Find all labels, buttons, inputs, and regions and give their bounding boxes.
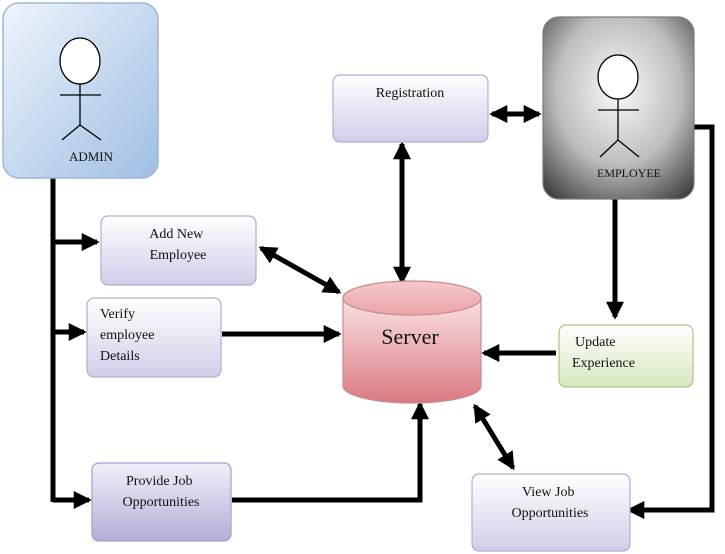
provide-job-to-server-arrow — [232, 401, 429, 503]
employee-stick-figure-icon — [597, 54, 640, 158]
update-experience-process[interactable]: Update Experience — [558, 324, 694, 388]
connectors — [50, 105, 715, 519]
admin-label: ADMIN — [69, 149, 114, 164]
verify-employee-details-process[interactable]: Verify employee Details — [86, 297, 222, 378]
registration-label: Registration — [376, 86, 444, 101]
registration-process[interactable]: Registration — [332, 74, 489, 143]
server-datastore[interactable]: Server — [342, 280, 482, 404]
update-experience-label: Update Experience — [572, 335, 635, 371]
employee-actor[interactable]: EMPLOYEE — [542, 16, 695, 200]
provide-job-opportunities-label: Provide Job Opportunities — [123, 474, 200, 510]
verify-employee-details-label: Verify employee Details — [100, 307, 158, 364]
employee-label: EMPLOYEE — [597, 166, 661, 180]
view-job-opportunities-label: View Job Opportunities — [512, 485, 589, 521]
add-employee-server-arrow — [258, 245, 342, 295]
admin-stick-figure-icon — [59, 37, 102, 141]
server-cylinder-body — [342, 297, 482, 404]
employee-to-view-job-arrow — [626, 124, 715, 519]
update-experience-box — [558, 324, 694, 388]
server-cylinder-top — [342, 280, 482, 316]
add-new-employee-process[interactable]: Add New Employee — [100, 215, 257, 286]
verify-employee-details-box — [86, 297, 222, 378]
add-new-employee-box — [100, 215, 257, 286]
server-view-job-arrow — [472, 403, 516, 471]
view-job-opportunities-process[interactable]: View Job Opportunities — [471, 473, 631, 552]
add-new-employee-label: Add New Employee — [149, 227, 207, 263]
server-label: Server — [381, 324, 439, 349]
view-job-opportunities-box — [471, 473, 631, 552]
admin-actor[interactable]: ADMIN — [2, 2, 159, 179]
provide-job-opportunities-box — [91, 462, 232, 542]
registration-box — [332, 74, 489, 143]
provide-job-opportunities-process[interactable]: Provide Job Opportunities — [91, 462, 232, 542]
